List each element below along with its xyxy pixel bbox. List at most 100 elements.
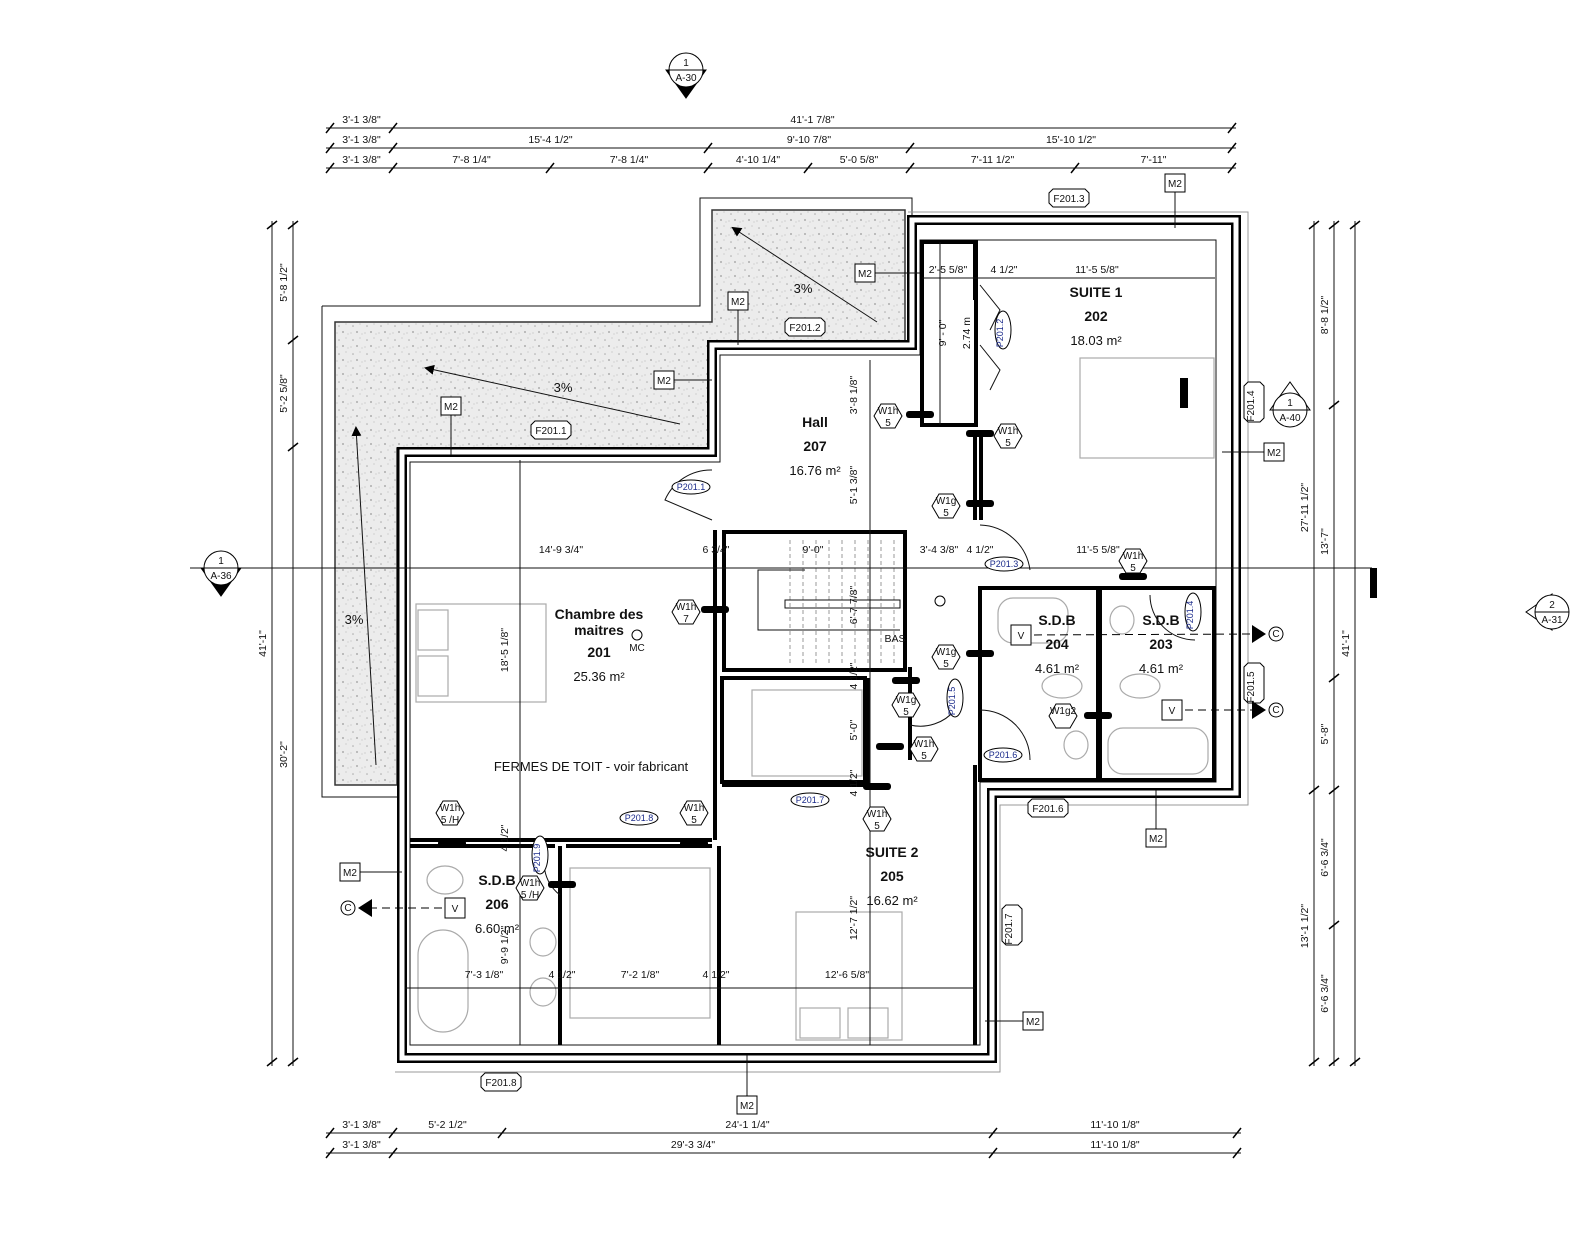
room-area: 25.36 m² — [573, 669, 625, 684]
interior-dimension-label: 3'-8 1/8" — [848, 376, 860, 415]
interior-dimension-label: 4 1/2" — [702, 969, 729, 981]
dimension-label: 3'-1 3/8" — [342, 114, 381, 126]
dimension-label: 15'-10 1/2" — [1046, 134, 1096, 146]
frame-tag-octagon — [480, 1072, 522, 1092]
door-tag-ellipse — [994, 310, 1012, 350]
frame-tag: F201.5 — [1246, 671, 1257, 703]
mc-label: MC — [629, 643, 645, 654]
frame-tag: F201.3 — [1053, 194, 1085, 205]
window-tag-hexagon — [931, 493, 961, 519]
section-number: 1 — [218, 556, 224, 567]
dimension-tick — [1328, 220, 1340, 230]
vent-box — [1010, 624, 1032, 646]
stair-direction-label: BAS — [884, 633, 905, 645]
interior-dimension-label: 12'-6 5/8" — [825, 969, 870, 981]
section-sheet: A-31 — [1541, 615, 1563, 626]
smoke-detector-icon — [934, 595, 946, 607]
window-marker — [1084, 712, 1112, 719]
dimension-tick — [1308, 785, 1320, 795]
material-tag-box — [1263, 442, 1285, 462]
material-tag: M2 — [1267, 448, 1281, 459]
window-tag-code: W1h — [1123, 551, 1144, 562]
window-tag-number: 5 /H — [521, 890, 539, 901]
interior-dimension-label: 4 1/2" — [848, 769, 860, 796]
window-tag-code: W1h — [684, 803, 705, 814]
window-tag-number: 5 — [943, 508, 949, 519]
interior-dimension-label: 9' - 0" — [937, 319, 949, 346]
dimension-label: 5'-8 1/2" — [278, 263, 290, 302]
dimension-label: 24'-1 1/4" — [725, 1119, 770, 1131]
section-number: 2 — [1549, 600, 1555, 611]
vent-label: V — [1169, 706, 1176, 717]
window-tag-code: W1h — [878, 406, 899, 417]
doors — [543, 284, 1196, 896]
dimension-tick — [1070, 162, 1080, 174]
interior-dimension-label: 14'-9 3/4" — [539, 544, 584, 556]
window-tag-code: W1g — [936, 647, 957, 658]
interior-dimension-label: 11'-5 5/8" — [1076, 544, 1120, 556]
material-tag-box — [653, 370, 675, 390]
dimension-tick — [703, 162, 713, 174]
interior-dimension-label: 7'-3 1/8" — [465, 969, 504, 981]
section-cut-mark — [1370, 568, 1377, 598]
dimension-tick — [388, 142, 398, 154]
window-tag-number: 5 — [1130, 563, 1136, 574]
window-tag-hexagon — [515, 875, 545, 901]
section-sheet: A-36 — [210, 571, 232, 582]
room-number: 206 — [485, 896, 509, 912]
room-name: S.D.B — [1038, 612, 1075, 628]
vent-target-circle — [1268, 702, 1284, 718]
dimension-tick — [388, 162, 398, 174]
material-tag-box — [339, 862, 361, 882]
dimension-tick — [1328, 673, 1340, 683]
dimension-tick — [1328, 785, 1340, 795]
dimension-tick — [325, 142, 335, 154]
dimension-label: 41'-1" — [257, 630, 269, 657]
window-marker — [701, 606, 729, 613]
dimension-tick — [287, 220, 299, 230]
door-tag: P201.5 — [947, 687, 957, 716]
vent-target: C — [1272, 705, 1279, 716]
dimension-tick — [1232, 1147, 1242, 1159]
material-tag: M2 — [1149, 834, 1163, 845]
room-area: 4.61 m² — [1139, 661, 1184, 676]
interior-dimension-label: 5'-0" — [848, 719, 860, 740]
interior-dimension-label: 2.74 m — [961, 317, 973, 349]
interior-dimension-label: 11'-5 5/8" — [1075, 264, 1119, 276]
interior-dimension-label: 4 1/2" — [548, 969, 575, 981]
window-tag-number: 5 — [921, 751, 927, 762]
door-tag: P201.4 — [1185, 601, 1195, 630]
dimension-tick — [266, 220, 278, 230]
door-tag-ellipse — [946, 678, 964, 718]
window-marker — [548, 881, 576, 888]
material-tag: M2 — [1026, 1017, 1040, 1028]
dimension-label: 5'-2 1/2" — [428, 1119, 467, 1131]
room-area: 4.61 m² — [1035, 661, 1080, 676]
room-name: SUITE 2 — [866, 844, 919, 860]
dimension-label: 27'-11 1/2" — [1299, 483, 1311, 533]
interior-dimension-label: 5'-1 3/8" — [848, 466, 860, 505]
slope-label: 3% — [345, 612, 364, 627]
section-sheet: A-40 — [1279, 413, 1301, 424]
material-tag-box — [1164, 173, 1186, 193]
roof-terrace — [321, 197, 913, 798]
dimension-label: 11'-10 1/8" — [1090, 1119, 1140, 1131]
room-area: 16.76 m² — [789, 463, 841, 478]
material-tag: M2 — [858, 269, 872, 280]
section-sheet: A-30 — [675, 73, 697, 84]
window-tag-code: W1g2 — [1050, 706, 1077, 717]
vent-target-circle — [1268, 626, 1284, 642]
vent-box — [1161, 699, 1183, 721]
door-tag: P201.6 — [989, 750, 1018, 760]
window-marker — [966, 500, 994, 507]
interior-dimension-label: 9'-0" — [803, 544, 824, 556]
window-tag-hexagon — [931, 644, 961, 670]
slope-label: 3% — [794, 281, 813, 296]
window-tag-number: 5 — [874, 821, 880, 832]
dimension-tick — [1328, 1057, 1340, 1067]
vent-arrow-icon — [1252, 701, 1266, 719]
room-number: 203 — [1149, 636, 1173, 652]
room-name: Chambre des — [555, 606, 644, 622]
dimension-tick — [1227, 122, 1237, 134]
